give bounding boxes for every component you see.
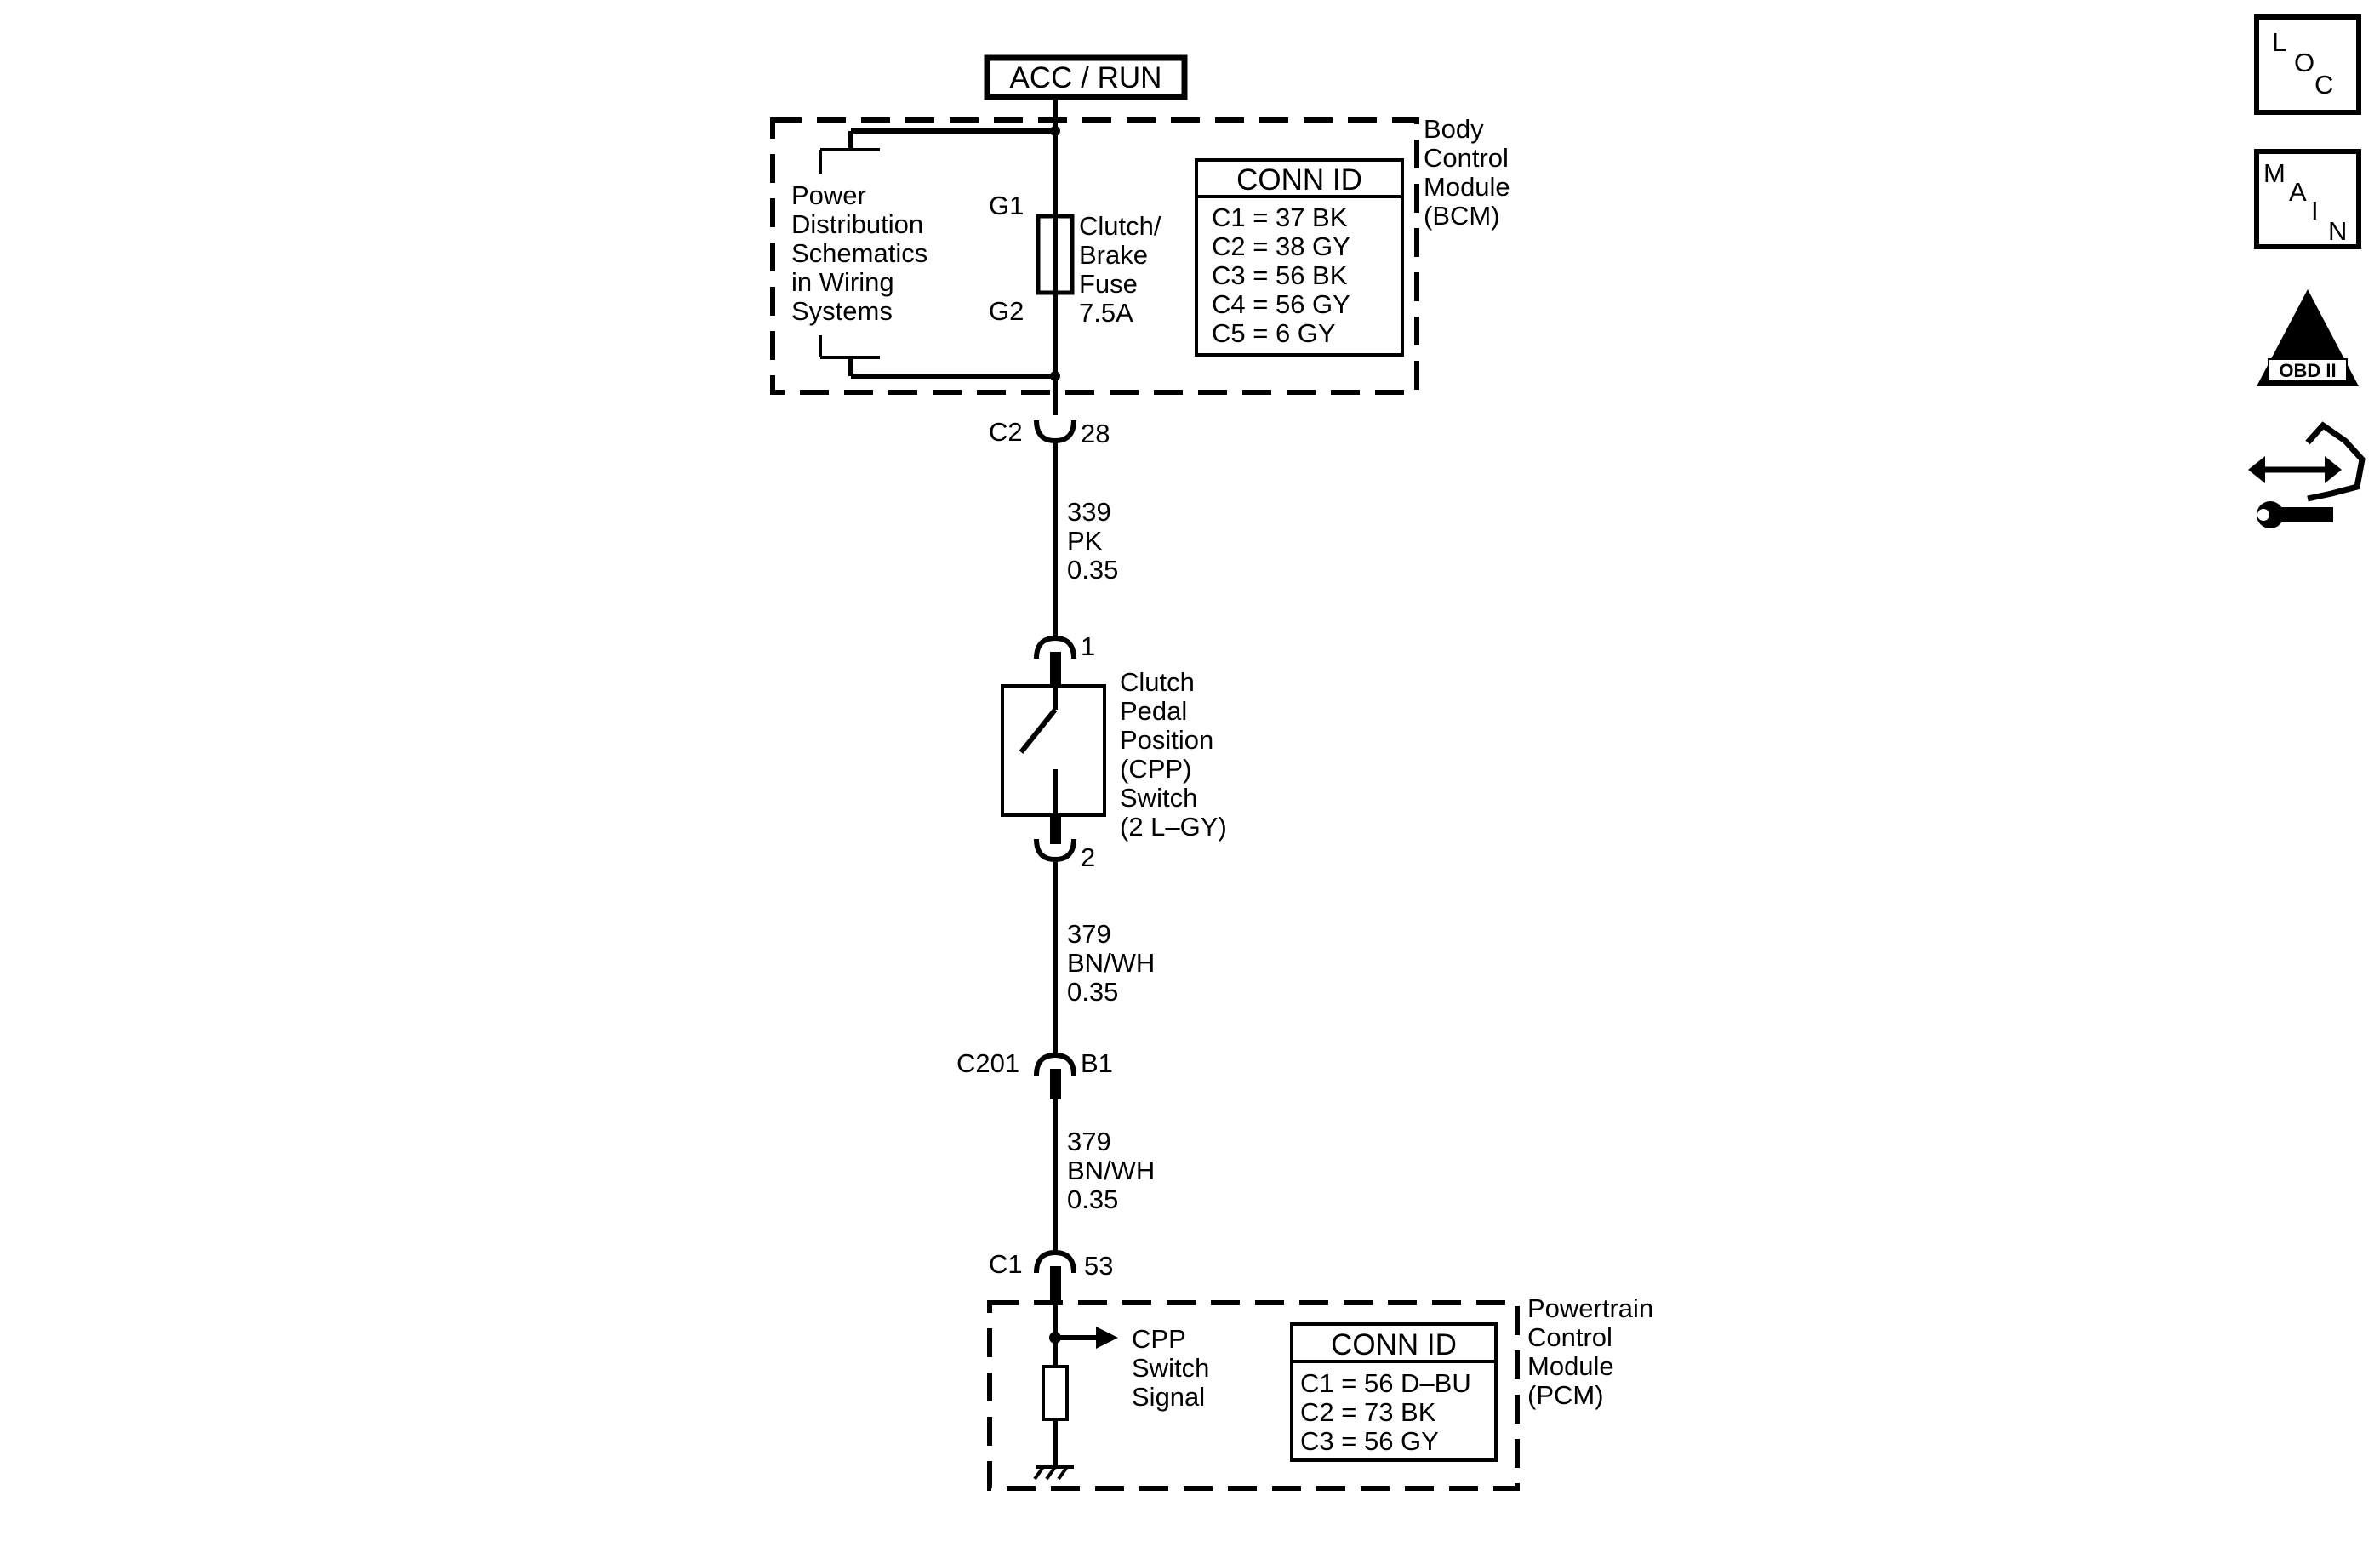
wire-339-label: 339 PK 0.35 bbox=[1067, 497, 1118, 585]
pcm-name: Powertrain Control Module (PCM) bbox=[1527, 1293, 1661, 1410]
power-source-box bbox=[984, 54, 1188, 100]
cpp-pin1-connector bbox=[1034, 635, 1076, 659]
svg-text:A: A bbox=[2289, 177, 2307, 207]
pcm-conn-rows: C1 = 56 D–BU C2 = 73 BK C3 = 56 GY bbox=[1300, 1368, 1478, 1456]
cpp-pin1-label: 1 bbox=[1081, 631, 1095, 661]
fuse-label: Clutch/ Brake Fuse 7.5A bbox=[1079, 211, 1168, 328]
wrench-hand-icon bbox=[2248, 421, 2366, 528]
cpp-switch-label: Clutch Pedal Position (CPP) Switch (2 L–… bbox=[1120, 667, 1227, 842]
main-icon bbox=[2254, 149, 2361, 249]
svg-text:L: L bbox=[2272, 27, 2286, 57]
pcm-c1-connector bbox=[1034, 1249, 1076, 1274]
power-distribution-label: Power Distribution Schematics in Wiring … bbox=[791, 180, 935, 326]
svg-text:OBD II: OBD II bbox=[2279, 360, 2336, 381]
svg-text:M: M bbox=[2263, 158, 2286, 188]
svg-text:II: II bbox=[2300, 326, 2316, 358]
svg-text:O: O bbox=[2294, 48, 2314, 77]
connector-c2-id: C2 bbox=[989, 417, 1023, 447]
bcm-conn-title: CONN ID bbox=[1236, 163, 1362, 197]
pcm-pin: 53 bbox=[1084, 1251, 1113, 1281]
power-distribution-path bbox=[819, 128, 1055, 379]
wiring-repair-button[interactable] bbox=[2248, 421, 2366, 528]
ground-symbol bbox=[1033, 1465, 1074, 1481]
wire-379-upper-label: 379 BN/WH 0.35 bbox=[1067, 919, 1162, 1007]
cpp-pin1-terminal bbox=[1050, 652, 1061, 686]
pcm-conn-title: CONN ID bbox=[1331, 1328, 1457, 1361]
c201-terminal bbox=[1050, 1069, 1061, 1099]
pcm-c1-terminal bbox=[1050, 1266, 1061, 1300]
obd-ii-button[interactable]: II OBD II bbox=[2257, 289, 2359, 386]
c201-connector-symbol bbox=[1034, 1052, 1076, 1076]
pcm-conn-table bbox=[1290, 1322, 1498, 1462]
connector-c2-pin: 28 bbox=[1081, 419, 1110, 448]
bcm-boundary bbox=[770, 117, 1419, 395]
loc-icon bbox=[2254, 14, 2361, 115]
svg-text:N: N bbox=[2328, 216, 2347, 246]
main-button[interactable]: M A I N bbox=[2254, 149, 2361, 249]
pcm-boundary bbox=[987, 1300, 1520, 1491]
pcm-signal-arrow bbox=[1096, 1327, 1118, 1349]
bcm-conn-table bbox=[1195, 158, 1404, 357]
cpp-pin2-terminal bbox=[1050, 815, 1061, 844]
fuse-terminal-out: G2 bbox=[989, 296, 1024, 326]
pcm-signal-label: CPP Switch Signal bbox=[1132, 1324, 1217, 1412]
connector-c2-symbol bbox=[1034, 420, 1076, 444]
power-source-label: ACC / RUN bbox=[1010, 61, 1162, 94]
pcm-conn-id: C1 bbox=[989, 1249, 1023, 1279]
loc-button[interactable]: L O C bbox=[2254, 14, 2361, 115]
cpp-switch-blade bbox=[1019, 708, 1058, 754]
cpp-pin2-label: 2 bbox=[1081, 842, 1095, 872]
bcm-name: Body Control Module (BCM) bbox=[1424, 114, 1517, 231]
fuse-terminal-in: G1 bbox=[989, 191, 1024, 220]
c201-pin: B1 bbox=[1081, 1048, 1113, 1078]
svg-text:I: I bbox=[2311, 196, 2319, 225]
c201-id: C201 bbox=[956, 1048, 1019, 1078]
wire-379-lower-label: 379 BN/WH 0.35 bbox=[1067, 1127, 1162, 1214]
svg-text:C: C bbox=[2314, 70, 2333, 100]
bcm-conn-rows: C1 = 37 BK C2 = 38 GY C3 = 56 BK C4 = 56… bbox=[1212, 203, 1357, 348]
pcm-pulldown-resistor bbox=[1042, 1365, 1069, 1421]
